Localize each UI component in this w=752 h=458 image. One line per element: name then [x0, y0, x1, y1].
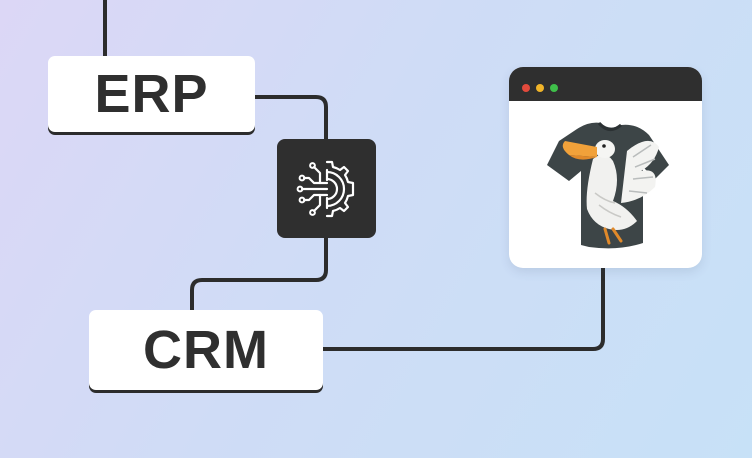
erp-label: ERP [94, 64, 209, 124]
connector-erp-to-gear [253, 95, 328, 141]
crm-label: CRM [143, 320, 269, 380]
window-close-dot [522, 84, 530, 92]
connector-gear-to-crm [190, 236, 328, 312]
crm-card: CRM [89, 310, 323, 390]
erp-card: ERP [48, 56, 255, 132]
window-maximize-dot [550, 84, 558, 92]
window-title-bar [509, 67, 702, 101]
product-image [509, 101, 702, 268]
window-minimize-dot [536, 84, 544, 92]
integration-gear-box [277, 139, 376, 238]
connector-crm-to-product [321, 266, 605, 351]
gear-circuit-icon [296, 160, 354, 217]
tshirt-pelican-icon [547, 121, 669, 249]
product-window [509, 67, 702, 268]
